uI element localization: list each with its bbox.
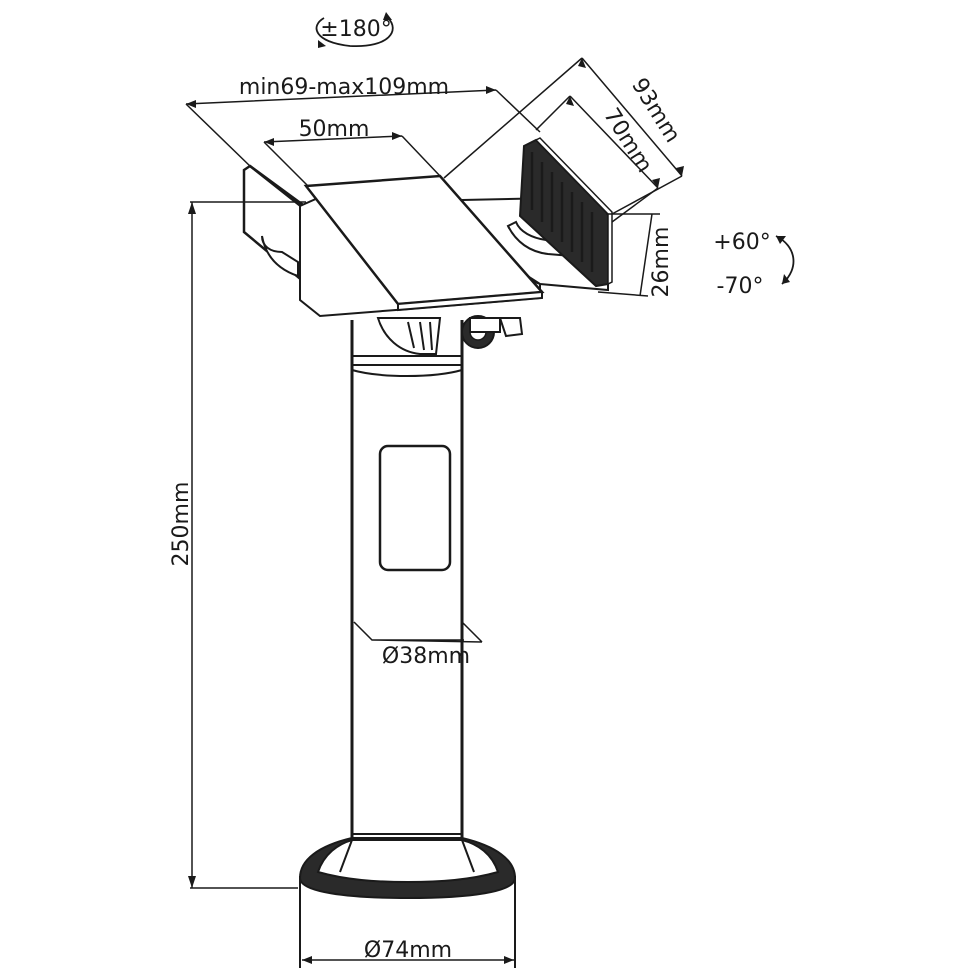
base (298, 837, 517, 968)
tilt-joint (376, 315, 524, 355)
pole-height-label: 250mm (169, 482, 194, 567)
rotation-label: ±180° (320, 17, 391, 42)
cable-window (378, 444, 452, 572)
dimension-lines (185, 12, 795, 964)
grip-height-label: 26mm (649, 227, 674, 298)
tilt-up-label: +60° (713, 230, 770, 255)
plate-width-label: 50mm (299, 117, 370, 142)
tilt-down-label: -70° (717, 274, 764, 299)
pole (350, 320, 464, 840)
holder (242, 137, 613, 318)
clamp-width-label: min69-max109mm (239, 75, 449, 100)
pole-diameter-label: Ø38mm (382, 644, 470, 669)
base-diameter-label: Ø74mm (364, 938, 452, 963)
